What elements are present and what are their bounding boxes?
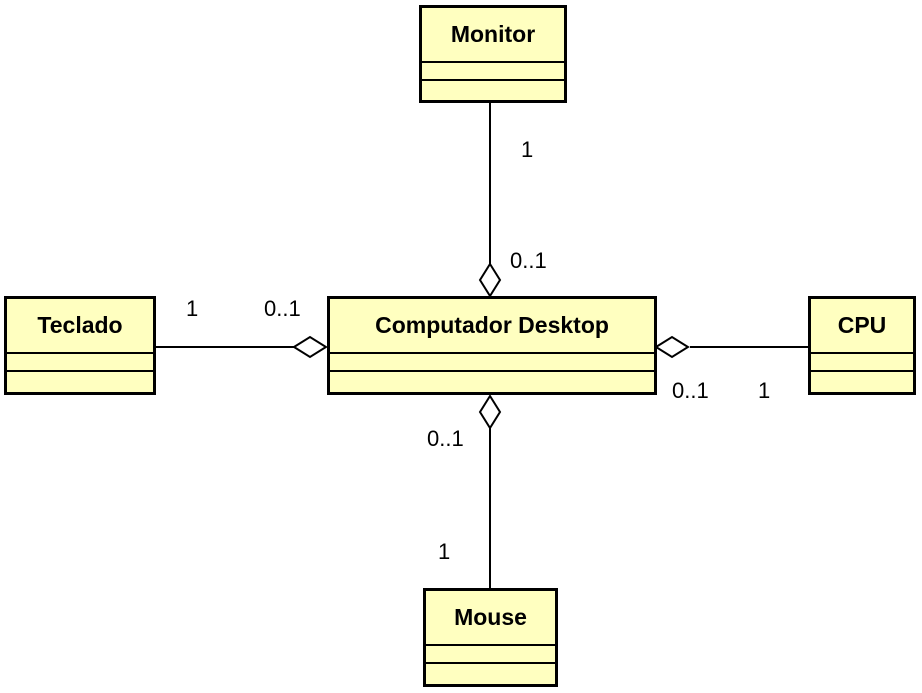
cpu-aggregation-diamond xyxy=(654,335,690,359)
monitor-part-multiplicity: 1 xyxy=(521,137,534,162)
class-monitor-name: Monitor xyxy=(422,8,564,63)
class-monitor-operations xyxy=(422,81,564,100)
class-cpu-operations xyxy=(811,372,913,392)
class-teclado[interactable]: Teclado xyxy=(4,296,156,395)
class-computador-desktop-name: Computador Desktop xyxy=(330,299,654,354)
monitor-whole-multiplicity: 0..1 xyxy=(510,248,547,273)
cpu-part-multiplicity: 1 xyxy=(758,378,771,403)
mouse-part-multiplicity: 1 xyxy=(438,539,451,564)
class-mouse[interactable]: Mouse xyxy=(423,588,558,687)
class-cpu-attributes xyxy=(811,354,913,372)
class-mouse-attributes xyxy=(426,646,555,664)
class-monitor[interactable]: Monitor xyxy=(419,5,567,103)
class-computador-desktop[interactable]: Computador Desktop xyxy=(327,296,657,395)
cpu-whole-multiplicity: 0..1 xyxy=(672,378,709,403)
class-cpu-name: CPU xyxy=(811,299,913,354)
class-computador-desktop-operations xyxy=(330,372,654,392)
class-monitor-attributes xyxy=(422,63,564,81)
teclado-aggregation-diamond xyxy=(292,335,328,359)
class-teclado-name: Teclado xyxy=(7,299,153,354)
mouse-whole-multiplicity: 0..1 xyxy=(427,426,464,451)
class-teclado-attributes xyxy=(7,354,153,372)
class-mouse-name: Mouse xyxy=(426,591,555,646)
monitor-aggregation-diamond xyxy=(478,262,502,298)
class-cpu[interactable]: CPU xyxy=(808,296,916,395)
class-teclado-operations xyxy=(7,372,153,392)
class-mouse-operations xyxy=(426,664,555,684)
mouse-aggregation-diamond xyxy=(478,394,502,430)
teclado-part-multiplicity: 1 xyxy=(186,296,199,321)
teclado-whole-multiplicity: 0..1 xyxy=(264,296,301,321)
class-computador-desktop-attributes xyxy=(330,354,654,372)
